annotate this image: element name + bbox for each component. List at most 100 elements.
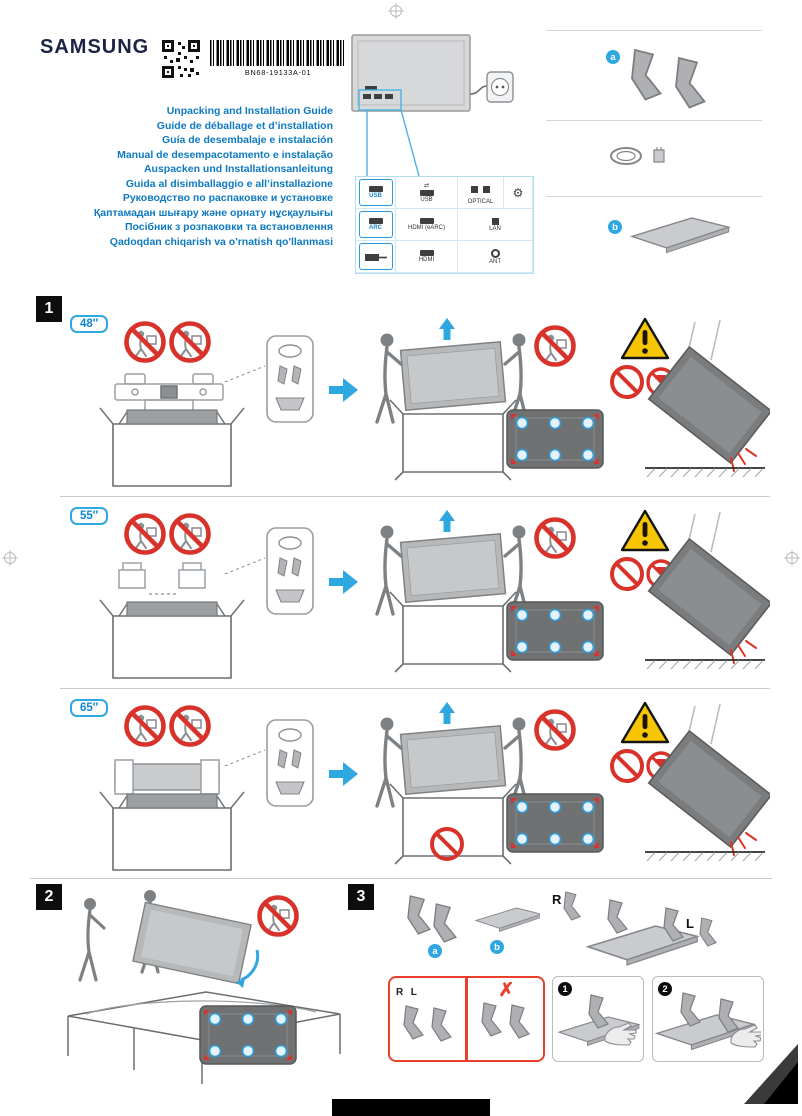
next-step-arrow-icon — [329, 762, 358, 786]
no-lift-icon — [127, 516, 164, 553]
qr-code — [160, 38, 202, 80]
section-3-label: 3 — [356, 888, 366, 905]
ground-line — [644, 851, 766, 862]
antenna-port-icon — [490, 248, 500, 258]
unpacking-55-illustration — [99, 502, 770, 679]
language-title: Руководство по распаковке и установке — [122, 192, 333, 204]
usb-port-cell: USB — [356, 177, 396, 209]
assembled-stand-illustration — [563, 891, 717, 966]
no-lift-icon — [172, 324, 209, 361]
legs-correct — [403, 1005, 452, 1042]
cable-ties-illustration — [610, 146, 665, 165]
language-title: Guide de déballage et d’installation — [156, 119, 333, 132]
usb-label: USB — [369, 193, 382, 199]
panel-divider — [546, 120, 762, 121]
unpacking-row-65: 65″ — [0, 692, 802, 878]
part-b-letter: b — [612, 221, 618, 233]
accessory-box — [266, 719, 314, 807]
hdmi-port-icon — [419, 250, 434, 256]
stand-legs-illustration — [631, 49, 706, 109]
screw-positions-panel — [506, 409, 604, 469]
part-a-marker: a — [606, 50, 620, 64]
correct-orientation-cell: R L — [390, 978, 465, 1060]
optical-label: OPTICAL — [467, 199, 494, 205]
part-b-marker: b — [608, 220, 622, 234]
section-3-number: 3 — [348, 884, 374, 910]
prohibition-icon — [610, 365, 644, 399]
arc-label: ARC — [369, 225, 382, 231]
prohibition-icon — [610, 557, 644, 591]
tv-being-placed — [132, 901, 252, 985]
size-65-label: 65″ — [80, 702, 99, 714]
warnbox-divider — [465, 978, 468, 1060]
accessory-box — [266, 335, 314, 423]
arc-cell: ARC — [356, 209, 396, 241]
step-1-box: 1 — [552, 976, 644, 1062]
step-1-number: 1 — [558, 982, 572, 996]
shipping-box — [99, 407, 245, 487]
no-press-panel-icon — [430, 827, 464, 861]
part-b-letter: b — [494, 941, 500, 953]
size-badge-65: 65″ — [70, 699, 109, 717]
next-step-arrow-icon — [329, 570, 358, 594]
table-placement-illustration — [67, 890, 341, 1084]
shipping-box — [99, 599, 245, 679]
language-title: Auspacken und Installationsanleitung — [143, 163, 333, 175]
two-person-lift — [377, 702, 527, 864]
ground-line — [644, 659, 766, 670]
ant-cell: ANT — [458, 241, 533, 273]
language-title: Unpacking and Installation Guide — [166, 105, 333, 117]
language-title: Guida al disimballaggio e all’installazi… — [125, 177, 333, 190]
unpacking-65-illustration — [99, 694, 770, 871]
unpacking-row-55: 55″ — [0, 500, 802, 686]
hdmi-earc-port-icon — [419, 218, 434, 224]
settings-cell: ⚙ — [504, 177, 533, 209]
next-step-arrow-icon — [329, 378, 358, 402]
optical-cell: OPTICAL — [458, 177, 504, 209]
warning-triangle-icon — [620, 509, 670, 552]
lan-label: LAN — [489, 225, 501, 232]
hdmi-cell: HDMI — [396, 241, 458, 273]
print-color-bar — [332, 1099, 490, 1116]
part-number: BN68-19133A-01 — [244, 68, 312, 77]
ports-table: USB ⇄ USB OPTICAL ⚙ ARC HDMI (eARC) LAN — [355, 176, 534, 274]
packaging-foam — [114, 759, 220, 795]
language-title: Manual de desempacotamento e instalação — [117, 148, 333, 161]
language-title: Посібник з розпаковки та встановлення — [124, 221, 333, 233]
power-outlet-icon — [486, 71, 514, 103]
size-55-label: 55″ — [80, 510, 99, 522]
panel-divider — [546, 196, 762, 197]
size-badge-48: 48″ — [70, 315, 109, 333]
section-1-label: 1 — [44, 300, 54, 317]
power-cord — [469, 85, 488, 95]
shipping-box — [99, 791, 245, 871]
warning-triangle-icon — [620, 701, 670, 744]
screw-positions-panel — [199, 1005, 297, 1065]
size-48-label: 48″ — [80, 318, 99, 330]
step-2-box: 2 — [652, 976, 764, 1062]
part-a-marker: a — [428, 944, 442, 958]
usb-data-label: USB — [420, 196, 433, 203]
usb-data-cell: ⇄ USB — [396, 177, 458, 209]
row-divider — [60, 496, 770, 497]
stand-parts-illustration — [407, 895, 540, 943]
lan-port-icon — [491, 217, 499, 225]
row-divider — [60, 688, 770, 689]
no-lift-icon — [537, 328, 574, 365]
packaging-foam — [114, 373, 224, 413]
part-b-marker: b — [490, 940, 504, 954]
unpacking-48-illustration — [99, 310, 770, 487]
stand-orientation-warning: R L ✗ — [388, 976, 545, 1062]
registration-mark-top — [388, 3, 404, 19]
unpacking-row-48: 48″ — [0, 308, 802, 494]
wrong-orientation-cell: ✗ — [468, 978, 543, 1060]
size-badge-55: 55″ — [70, 507, 109, 525]
two-person-lift — [377, 318, 527, 480]
section-1-number: 1 — [36, 296, 62, 322]
ant-label: ANT — [489, 258, 501, 265]
hdmi-arc-port-icon — [368, 218, 383, 224]
step-2-label: 2 — [662, 983, 668, 995]
no-lift-icon — [172, 516, 209, 553]
stand-base-illustration — [631, 217, 730, 254]
no-lift-icon — [172, 708, 209, 745]
